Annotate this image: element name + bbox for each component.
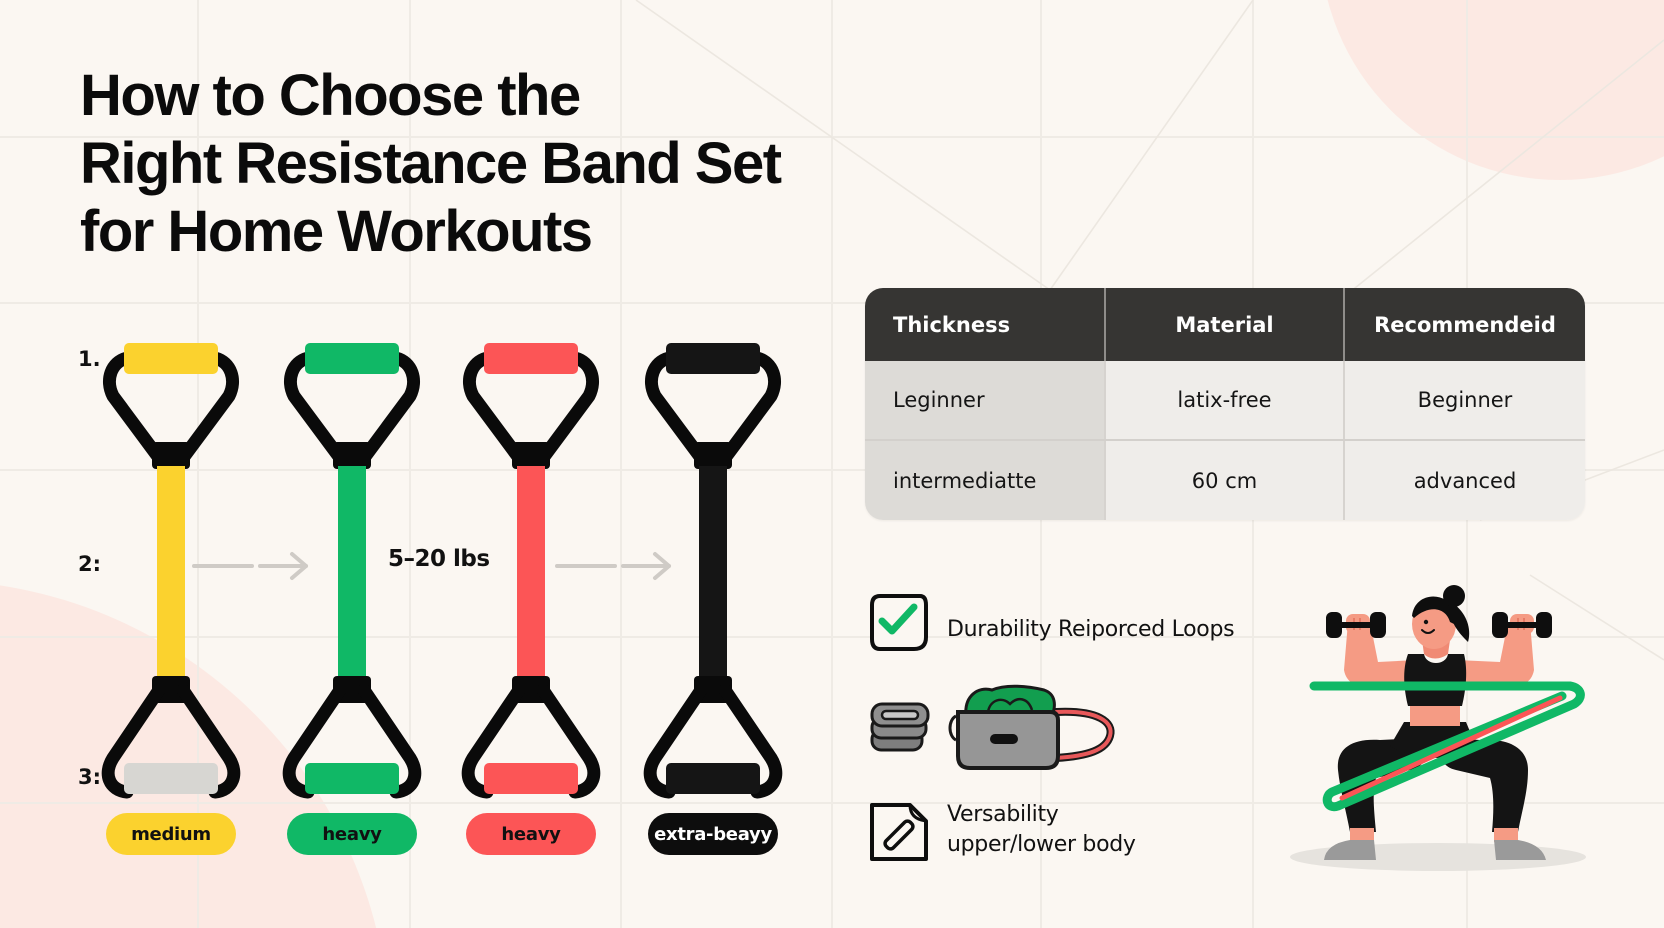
cell-thickness: Leginner — [865, 361, 1104, 439]
grip-bottom — [666, 763, 760, 794]
connector-top — [694, 442, 732, 469]
step-label-2: 2: — [78, 552, 102, 576]
connector-top — [333, 442, 371, 469]
resistance-badge: heavy — [287, 813, 417, 855]
cell-recommended: Beginner — [1343, 361, 1585, 439]
handle-loop-bottom-icon — [643, 683, 783, 799]
arrow-right-icon — [555, 552, 671, 580]
resistance-badge: medium — [106, 813, 236, 855]
handle-loop-bottom-icon — [101, 683, 241, 799]
cell-material: 60 cm — [1104, 441, 1343, 520]
cell-recommended: advanced — [1343, 441, 1585, 520]
band-black: extra-beayy — [633, 0, 793, 928]
band-stack-icon — [870, 702, 930, 752]
table-header-row: Thickness Material Recommendeid — [865, 288, 1585, 361]
title-line-1: How to Choose the — [80, 63, 581, 128]
arrow-right-icon — [192, 552, 308, 580]
resistance-badge: extra-beayy — [648, 813, 778, 855]
header-recommended: Recommendeid — [1343, 288, 1585, 361]
grip-bottom — [484, 763, 578, 794]
checkbox-checked-icon — [870, 594, 928, 651]
table-row: Leginner latix-free Beginner — [865, 361, 1585, 441]
band-bag-icon — [948, 684, 1115, 770]
woman-exercise-illustration — [1290, 585, 1586, 871]
step-label-3: 3: — [78, 765, 102, 789]
band-strip — [338, 466, 366, 680]
band-strip — [157, 466, 185, 680]
connector-top — [512, 442, 550, 469]
resistance-badge: heavy — [466, 813, 596, 855]
band-red: heavy — [451, 0, 611, 928]
edit-document-icon — [870, 803, 928, 861]
grip-top — [484, 343, 578, 374]
resistance-range-label: 5–20 lbs — [388, 546, 490, 572]
step-label-1: 1. — [78, 347, 101, 371]
feature-durability-text: Durability Reiporced Loops — [947, 617, 1235, 642]
title-line-3: for Home Workouts — [80, 199, 593, 264]
connector-top — [152, 442, 190, 469]
band-green: heavy — [272, 0, 432, 928]
feature-versatility-title: Versability — [947, 802, 1059, 827]
band-yellow: medium — [91, 0, 251, 928]
handle-loop-bottom-icon — [461, 683, 601, 799]
grip-top — [305, 343, 399, 374]
grip-bottom — [305, 763, 399, 794]
band-strip — [699, 466, 727, 680]
cell-material: latix-free — [1104, 361, 1343, 439]
feature-versatility-detail: upper/lower body — [947, 832, 1136, 857]
grip-top — [666, 343, 760, 374]
title-line-2: Right Resistance Band Set — [80, 131, 782, 196]
header-material: Material — [1104, 288, 1343, 361]
page-title: How to Choose the Right Resistance Band … — [80, 62, 782, 266]
header-thickness: Thickness — [893, 312, 1011, 337]
table-row: intermediatte 60 cm advanced — [865, 441, 1585, 520]
spec-table: Thickness Material Recommendeid Leginner… — [865, 288, 1585, 520]
grip-bottom — [124, 763, 218, 794]
band-strip — [517, 466, 545, 680]
handle-loop-bottom-icon — [282, 683, 422, 799]
grip-top — [124, 343, 218, 374]
cell-thickness: intermediatte — [865, 441, 1104, 520]
